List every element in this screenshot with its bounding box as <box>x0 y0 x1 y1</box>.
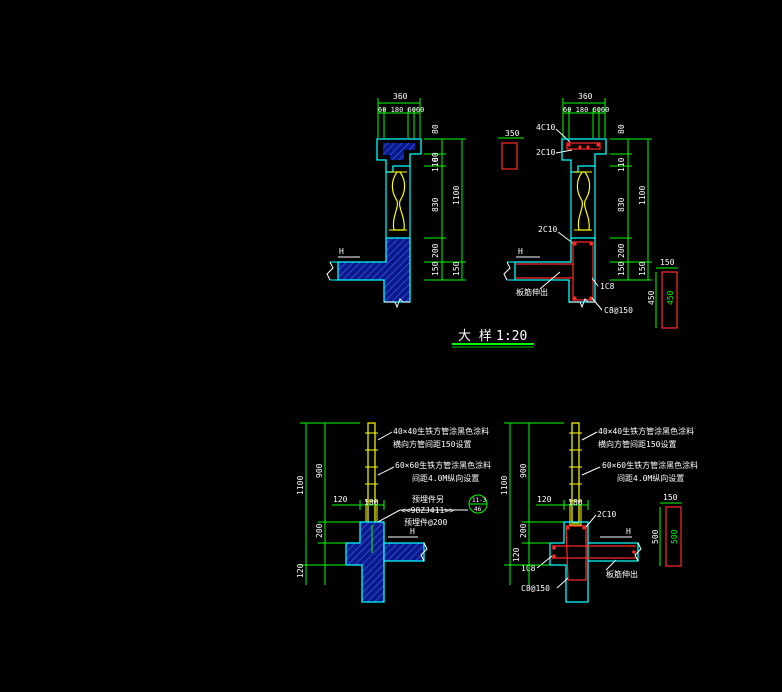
bl-note-150: 横向方管间距150设置 <box>393 439 471 449</box>
detail-top-left: 360 60 180 6060 H 8 <box>326 92 466 309</box>
top-right-dim-parts: 60 180 6060 <box>563 106 609 114</box>
rebar-4c10-label: 4C10 <box>536 123 555 132</box>
top-right-upstand-outline <box>514 237 596 303</box>
br-stirrup: C8@150 <box>521 584 550 593</box>
rebar-2c10-label-b: 2C10 <box>538 225 557 234</box>
br-dim-900: 900 <box>519 463 528 478</box>
top-right-baluster-shape <box>576 171 591 231</box>
title-text: 大 样 <box>458 329 492 344</box>
top-left-right-dimensions <box>424 138 466 281</box>
rebar-detail-box-small <box>501 142 518 170</box>
top-left-dim-parts: 60 180 6060 <box>378 106 424 114</box>
detail-bottom-right: H 40×40生铁方管涂黑色涂料 横向方管间距150设置 60×60生铁方管涂黑… <box>500 422 698 603</box>
top-left-dim-200: 200 <box>431 243 440 258</box>
top-left-dim-150: 150 <box>431 261 440 276</box>
slab-break-line <box>326 261 334 281</box>
top-left-dim-110: 110 <box>431 157 440 172</box>
bl-dim-1100: 1100 <box>296 476 305 495</box>
upstand-and-slab-hatch <box>337 237 411 303</box>
baluster-shape <box>391 171 406 231</box>
top-right-stirrup: C8@150 <box>604 306 633 315</box>
top-left-dim-150-outer: 150 <box>452 261 461 276</box>
railing-post-outline <box>385 166 411 238</box>
rebar-dots-cap <box>567 143 600 149</box>
br-note-60x60: 60×60生铁方管涂黑色涂料 <box>602 460 698 470</box>
br-dim-1100: 1100 <box>500 476 509 495</box>
bl-note-60x60: 60×60生铁方管涂黑色涂料 <box>395 460 491 470</box>
top-right-dim-1100: 1100 <box>638 186 647 205</box>
bl-dim-120-left: 120 <box>296 563 305 578</box>
top-left-dim-80b: 80 <box>431 152 440 162</box>
title-scale: 1:20 <box>496 329 527 344</box>
top-right-note-slab: 板筋伸出 <box>516 287 548 297</box>
top-left-top-dimensions <box>377 98 421 138</box>
br-side-height: 500 <box>651 529 660 544</box>
top-right-dim-830: 830 <box>617 197 626 212</box>
side-section-width: 150 <box>660 258 675 267</box>
bl-dim-180: 180 <box>364 498 379 507</box>
br-dim-120: 120 <box>537 495 552 504</box>
bl-dim-120: 120 <box>333 495 348 504</box>
top-right-dim-total: 360 <box>578 92 593 101</box>
br-dim-180: 180 <box>568 498 583 507</box>
side-section-box <box>661 271 678 329</box>
top-right-cap-outline <box>561 138 607 173</box>
top-right-dim-80: 80 <box>617 124 626 134</box>
top-right-label-h: H <box>518 247 523 256</box>
top-right-rebar-cage <box>516 241 594 301</box>
bottom-right-label-h: H <box>626 527 631 536</box>
br-rebar-2c10: 2C10 <box>597 510 616 519</box>
top-right-right-dimensions <box>610 138 652 281</box>
bottom-left-label-h: H <box>410 527 415 536</box>
top-right-dim-200: 200 <box>617 243 626 258</box>
br-dim-120-left: 120 <box>512 547 521 562</box>
bottom-left-upstand-hatch <box>345 521 385 603</box>
br-rebar-1c8: 1C8 <box>521 564 536 573</box>
bl-note-embed: 预埋件另 <box>412 494 444 504</box>
top-right-top-dimensions <box>562 98 606 138</box>
top-left-dim-1100: 1100 <box>452 186 461 205</box>
side-section-height: 450 <box>647 290 656 305</box>
detail-bottom-left: H 40×40生铁方管涂黑色涂料 横向方管间距150设置 60×60生铁方管涂黑… <box>296 422 491 603</box>
callout-bottom: 46 <box>474 506 482 513</box>
top-right-dim-110: 110 <box>617 157 626 172</box>
br-side-height-inner: 500 <box>670 529 679 544</box>
side-section-height-inner: 450 <box>666 290 675 305</box>
rebar-2c10-label-a: 2C10 <box>536 148 555 157</box>
bottom-right-rebar-cage <box>552 525 636 581</box>
detail-top-right: 360 60 180 6060 4C10 2C10 2C10 <box>498 92 678 329</box>
bl-note-4m: 间距4.0M纵向设置 <box>412 473 479 483</box>
drawing-title: 大 样 1:20 <box>452 329 534 348</box>
top-left-label-h: H <box>339 247 344 256</box>
br-side-width: 150 <box>663 493 678 502</box>
top-right-dim-150: 150 <box>617 261 626 276</box>
br-dim-200: 200 <box>519 523 528 538</box>
break-line <box>384 298 410 309</box>
callout-top: 11-3 <box>472 497 487 504</box>
bottom-right-upstand-outline <box>549 521 639 603</box>
railing-cap-hatch <box>383 143 415 160</box>
br-note-4m: 间距4.0M纵向设置 <box>617 473 684 483</box>
bl-dim-200: 200 <box>315 523 324 538</box>
br-note-150: 横向方管间距150设置 <box>598 439 676 449</box>
top-right-dim-350: 350 <box>505 129 520 138</box>
br-side-section-box <box>665 506 682 567</box>
top-left-dim-830: 830 <box>431 197 440 212</box>
top-right-rebar-1c8: 1C8 <box>600 282 615 291</box>
bl-note-40x40: 40×40生铁方管涂黑色涂料 <box>393 426 489 436</box>
railing-cap-outline <box>376 138 422 173</box>
top-right-dim-150-outer: 150 <box>638 261 647 276</box>
top-left-dim-80a: 80 <box>431 124 440 134</box>
bl-dim-900: 900 <box>315 463 324 478</box>
br-note-slab: 板筋伸出 <box>606 569 638 579</box>
top-left-dim-total: 360 <box>393 92 408 101</box>
bl-note-embed-200: 预埋件@200 <box>404 517 447 527</box>
br-note-40x40: 40×40生铁方管涂黑色涂料 <box>598 426 694 436</box>
